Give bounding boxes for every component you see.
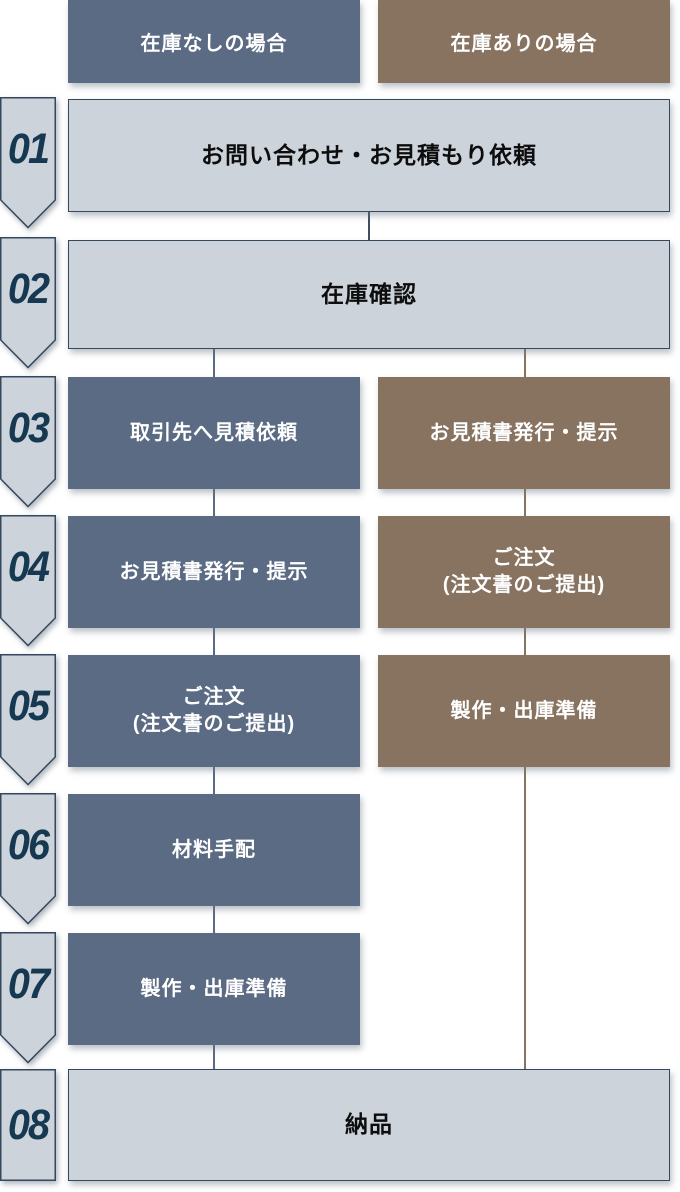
step-03-right-box: お見積書発行・提示 [378,377,670,489]
connector-02-03-left [213,349,215,378]
pennant-07: 07 [0,932,56,1064]
step-05-left-box: ご注文 (注文書のご提出) [68,655,360,767]
connector-05-06-left [213,767,215,795]
connector-03-04-left [213,489,215,517]
step-05-right-box: 製作・出庫準備 [378,655,670,767]
pennant-02: 02 [0,237,56,369]
step-number-06: 06 [7,820,50,869]
step-number-03: 03 [7,403,50,452]
pennant-08: 08 [0,1069,56,1181]
step-number-08: 08 [7,1100,50,1149]
step-07-left-box: 製作・出庫準備 [68,933,360,1045]
pennant-05: 05 [0,654,56,786]
connector-04-05-left [213,628,215,656]
connector-04-05-right [524,628,526,656]
connector-03-04-right [524,489,526,517]
connector-05-08-right [524,767,526,1070]
connector-06-07-left [213,906,215,934]
header-in-stock: 在庫ありの場合 [378,0,670,83]
connector-01-02 [368,212,370,240]
step-06-left-box: 材料手配 [68,794,360,906]
connector-02-03-right [524,349,526,378]
pennant-01: 01 [0,97,56,229]
step-08-box: 納品 [68,1069,670,1181]
step-number-02: 02 [7,264,50,313]
pennant-03: 03 [0,376,56,508]
pennant-04: 04 [0,515,56,647]
step-04-right-box: ご注文 (注文書のご提出) [378,516,670,628]
step-number-07: 07 [7,959,50,1008]
step-04-left-box: お見積書発行・提示 [68,516,360,628]
header-no-stock: 在庫なしの場合 [68,0,360,83]
step-02-box: 在庫確認 [68,240,670,349]
step-number-05: 05 [7,681,50,730]
step-01-box: お問い合わせ・お見積もり依頼 [68,99,670,212]
pennant-06: 06 [0,793,56,925]
step-number-04: 04 [7,542,50,591]
step-number-01: 01 [7,124,50,173]
step-03-left-box: 取引先へ見積依頼 [68,377,360,489]
connector-07-08-left [213,1045,215,1070]
